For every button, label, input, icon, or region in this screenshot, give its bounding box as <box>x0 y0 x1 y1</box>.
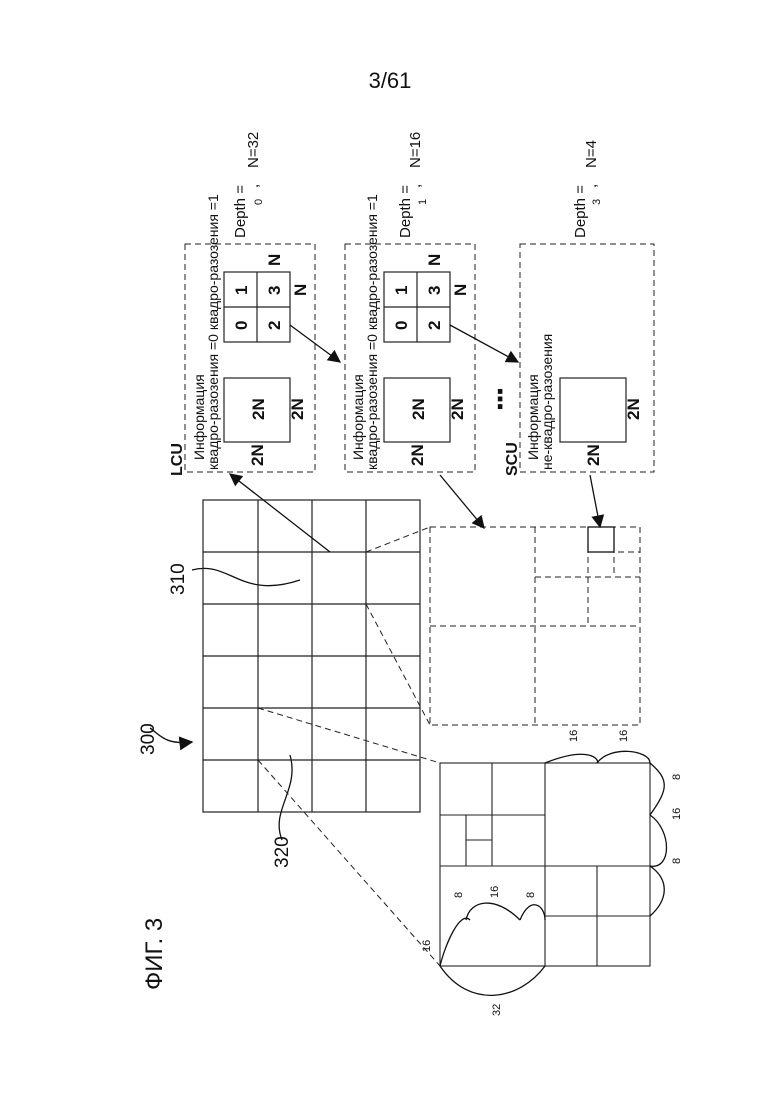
ref-300: 300 <box>138 723 159 755</box>
dim-16-top-b: 16 <box>618 730 630 742</box>
d1-cell-2: 2 <box>425 321 444 330</box>
ref-310-leader <box>192 568 300 585</box>
level-lcu: LCU Информация квадро-разозения =0 квадр… <box>169 132 315 476</box>
ref-320-leader <box>279 755 292 840</box>
lcu-n-value: N=32 <box>245 132 262 168</box>
d1-cell-3: 3 <box>425 286 444 295</box>
d1-2n-inside: 2N <box>409 398 428 420</box>
scu-n-value: N=4 <box>583 140 600 168</box>
lcu-cell-0: 0 <box>232 321 251 330</box>
picture-grid-300 <box>203 500 420 812</box>
d1-2n-left: 2N <box>408 444 427 466</box>
dimension-braces <box>440 751 667 995</box>
lcu-n-right: N <box>265 254 284 266</box>
scu-depth-label: Depth = <box>572 185 589 238</box>
grid-to-lcu-arrow <box>230 474 330 552</box>
dim-8-b: 8 <box>525 892 537 898</box>
dim-8-a: 8 <box>453 892 465 898</box>
scu-depth-value: 3 <box>591 199 603 205</box>
lcu-label: LCU <box>169 443 186 476</box>
d1-2n-bottom: 2N <box>448 398 467 420</box>
d1-n-value: N=16 <box>407 132 424 168</box>
lcu-2n-inside: 2N <box>249 398 268 420</box>
d1-depth-label: Depth = <box>397 185 414 238</box>
cu-partition-block <box>440 763 650 966</box>
figure-caption: ФИГ. 3 <box>141 918 168 990</box>
scu-to-cu-arrow <box>590 475 600 527</box>
dim-16-top-a: 16 <box>568 730 580 742</box>
ref-320: 320 <box>272 836 293 868</box>
level-scu: SCU Информация не-квадро-разозения 2N 2N… <box>504 140 654 476</box>
dim-32: 32 <box>491 1004 503 1016</box>
dim-16-b: 16 <box>489 886 501 898</box>
scu-2n-left: 2N <box>584 444 603 466</box>
d1-to-scu-arrow <box>450 325 518 362</box>
d1-n-right: N <box>425 254 444 266</box>
level-ellipsis: ⋮ <box>487 384 513 414</box>
lcu-n-bottom: N <box>291 284 310 296</box>
lcu-depth-value: 0 <box>253 199 265 205</box>
lcu-cell-3: 3 <box>265 286 284 295</box>
d1-depth-value: 1 <box>417 199 429 205</box>
scu-quad-text: не-квадро-разозения <box>539 334 555 470</box>
d1-cell-0: 0 <box>392 321 411 330</box>
lcu-comma: , <box>245 184 262 188</box>
scu-comma: , <box>583 184 600 188</box>
lcu-depth-label: Depth = <box>232 185 249 238</box>
d1-cell-1: 1 <box>392 286 411 295</box>
lcu-cell-1: 1 <box>232 286 251 295</box>
cu-quadtree-dashed <box>430 527 640 725</box>
d1-quad-text: квадро-разозения =0 квадро-разозения =1 <box>364 194 380 470</box>
scu-label: SCU <box>504 442 521 476</box>
lcu-2n-left: 2N <box>248 444 267 466</box>
scu-highlight <box>588 527 614 552</box>
lcu-quad-text: квадро-разозения =0 квадро-разозения =1 <box>205 194 221 470</box>
dim-8-right-b: 8 <box>671 858 683 864</box>
d1-to-cu-arrow <box>440 475 484 528</box>
d1-comma: , <box>407 184 424 188</box>
scu-2n-bottom: 2N <box>624 398 643 420</box>
projection-lines <box>258 527 440 966</box>
dim-16-left: 16 <box>421 940 433 952</box>
ref-310: 310 <box>168 563 189 595</box>
lcu-2n-bottom: 2N <box>288 398 307 420</box>
dim-16-right: 16 <box>671 808 683 820</box>
dim-8-right-a: 8 <box>671 774 683 780</box>
level-depth-1: Информация квадро-разозения =0 квадро-ра… <box>345 132 475 472</box>
lcu-cell-2: 2 <box>265 321 284 330</box>
d1-n-bottom: N <box>451 284 470 296</box>
